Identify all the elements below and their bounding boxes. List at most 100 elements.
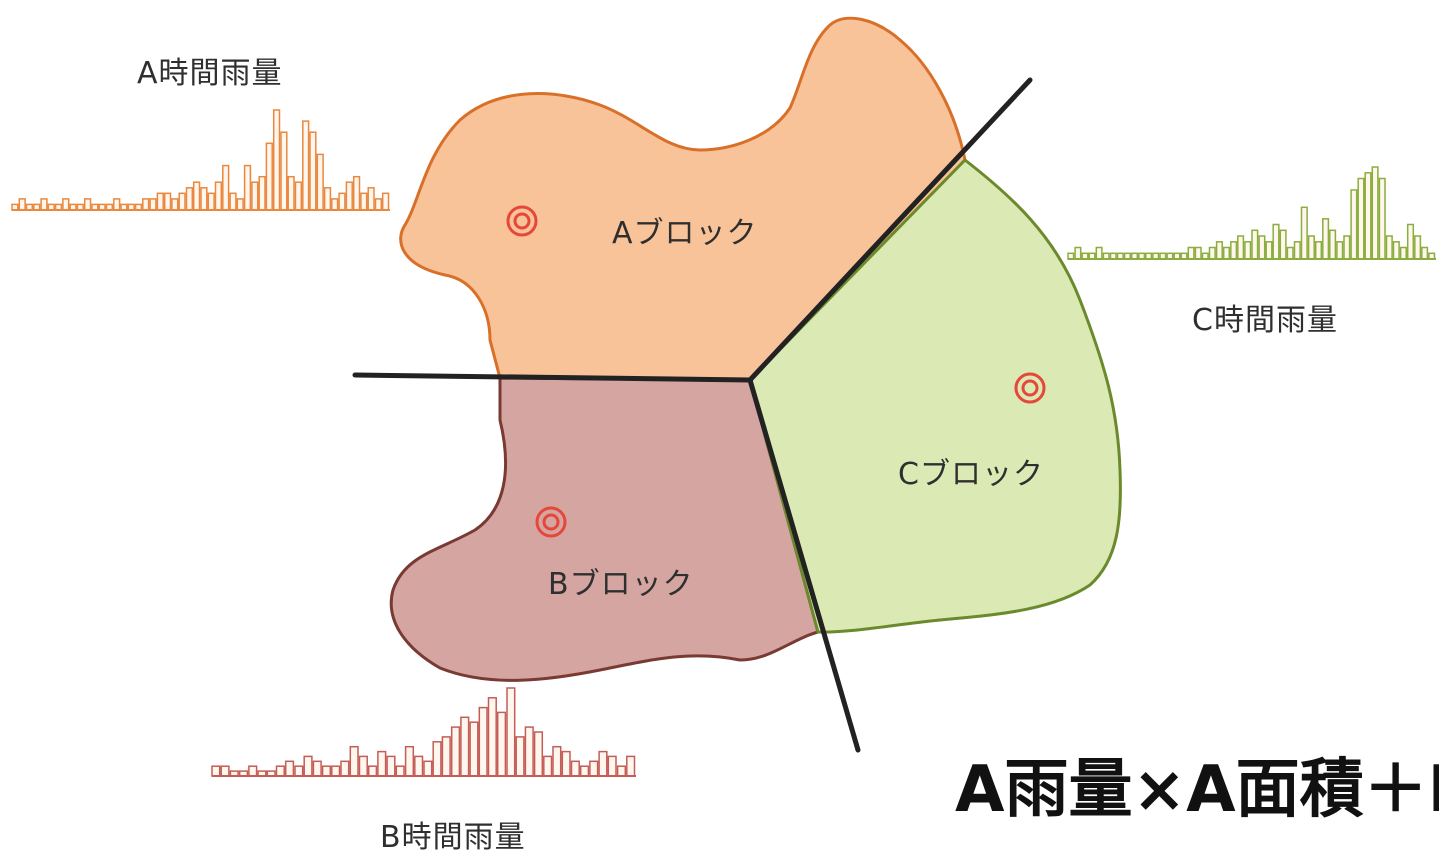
hyetograph-bar bbox=[1237, 235, 1245, 260]
hyetograph-bar bbox=[284, 760, 295, 777]
hyetograph-bar bbox=[214, 181, 223, 211]
hyetograph-bar bbox=[386, 755, 396, 777]
hyetograph-bar bbox=[478, 706, 488, 777]
block-b-region bbox=[389, 376, 820, 682]
hyetograph-bar bbox=[404, 745, 415, 777]
hyetograph-bar bbox=[294, 765, 304, 777]
hyetograph-bar bbox=[552, 745, 562, 777]
hyetograph-bar bbox=[543, 755, 553, 777]
hyetograph-a bbox=[11, 109, 390, 211]
rain-gauge-c-icon bbox=[1014, 372, 1046, 404]
hyetograph-bar bbox=[579, 765, 590, 777]
hyetograph-bar bbox=[294, 181, 303, 211]
hyetograph-bar bbox=[367, 765, 378, 777]
hyetograph-bar bbox=[524, 726, 534, 777]
hyetograph-bar bbox=[156, 192, 164, 211]
hyetograph-bar bbox=[487, 697, 497, 777]
hyetograph-bar bbox=[432, 741, 442, 777]
formula-text: A雨量×A面積＋B雨量×B面積＋C雨量×C面積 bbox=[955, 753, 1439, 827]
hyetograph-bar bbox=[321, 765, 332, 777]
hyetograph-bar bbox=[62, 198, 70, 211]
hyetograph-bar bbox=[423, 760, 433, 777]
hyetograph-bar bbox=[374, 198, 383, 211]
hyetograph-bar bbox=[1074, 246, 1082, 260]
hyetograph-bar bbox=[1343, 235, 1351, 260]
hyetograph-bar bbox=[1406, 223, 1415, 260]
hyetograph-bar bbox=[358, 755, 368, 777]
hyetograph-bar bbox=[589, 760, 599, 777]
hyetograph-bar bbox=[1095, 246, 1103, 260]
hyetograph-bar bbox=[142, 198, 150, 211]
hyetograph-bar bbox=[236, 198, 244, 211]
hyetograph-bar bbox=[506, 687, 516, 777]
hyetograph-bar bbox=[1364, 172, 1372, 260]
hyetograph-bar bbox=[302, 120, 310, 211]
block-c-label: Cブロック bbox=[898, 457, 1044, 492]
hyetograph-bar bbox=[207, 192, 215, 211]
hyetograph-bar bbox=[331, 765, 341, 777]
hyetograph-bar bbox=[1251, 229, 1259, 260]
hyetograph-bar bbox=[607, 755, 617, 777]
hyetograph-bar bbox=[1414, 235, 1422, 260]
rain-gauge-a-icon bbox=[506, 205, 538, 237]
hyetograph-bar bbox=[251, 181, 259, 211]
hyetograph-bar bbox=[303, 755, 313, 777]
hyetograph-bar bbox=[349, 745, 359, 777]
hyetograph-bar bbox=[312, 760, 322, 777]
hyetograph-bar bbox=[258, 175, 266, 211]
hyetograph-bar bbox=[163, 192, 172, 211]
hyetograph-bar bbox=[441, 736, 451, 777]
hyetograph-bar bbox=[1322, 218, 1330, 260]
hyetograph-bar bbox=[1350, 189, 1358, 260]
hyetograph-bar bbox=[18, 198, 26, 211]
hyetograph-bar bbox=[1187, 246, 1195, 260]
hyetograph-bar bbox=[1336, 241, 1344, 260]
hyetograph-b bbox=[211, 687, 636, 777]
hyetograph-bar bbox=[248, 765, 258, 777]
boundary-line-bc bbox=[747, 377, 861, 753]
hyetograph-bar bbox=[1293, 241, 1301, 260]
hyetograph-bar bbox=[1279, 229, 1287, 260]
hyetograph-bar bbox=[220, 765, 230, 777]
boundary-line-ac bbox=[747, 77, 1033, 383]
hyetograph-bar bbox=[243, 164, 252, 211]
hyetograph-bar bbox=[211, 765, 221, 777]
hyetograph-bar bbox=[367, 187, 375, 211]
hyetograph-bar bbox=[1230, 241, 1238, 260]
hyetograph-bar bbox=[345, 181, 353, 211]
hyetograph-bar bbox=[450, 726, 461, 777]
hyetograph-bar bbox=[171, 198, 179, 211]
hyetograph-bar bbox=[469, 721, 479, 777]
hyetograph-bar bbox=[598, 750, 608, 777]
block-a-region bbox=[399, 16, 967, 382]
hyetograph-bar bbox=[1208, 246, 1216, 260]
hyetograph-bar bbox=[1215, 241, 1223, 260]
hyetograph-bar bbox=[1286, 246, 1294, 260]
hyetograph-bar bbox=[1272, 223, 1280, 260]
hyetograph-bar bbox=[570, 760, 580, 777]
block-c-region bbox=[748, 157, 1122, 634]
hyetograph-bar bbox=[360, 192, 368, 211]
hyetograph-bar bbox=[287, 175, 295, 211]
hyetograph-bar bbox=[1392, 241, 1400, 260]
hyetograph-bar bbox=[626, 755, 636, 777]
hyetograph-bar bbox=[1258, 235, 1266, 260]
block-b-label: Bブロック bbox=[548, 567, 694, 602]
hyetograph-bar bbox=[192, 181, 201, 211]
hyetograph-bar bbox=[338, 192, 346, 211]
rain-gauge-b-icon bbox=[535, 506, 567, 538]
hyetograph-bar bbox=[280, 131, 288, 211]
hyetograph-bar bbox=[1399, 246, 1407, 260]
hyetograph-bar bbox=[496, 711, 507, 777]
hyetograph-bar bbox=[377, 750, 387, 777]
hyetograph-bar bbox=[340, 760, 350, 777]
hyetograph-bar bbox=[331, 198, 339, 211]
hyetograph-bar bbox=[200, 187, 208, 211]
hyetograph-bar bbox=[309, 131, 317, 211]
hyetograph-bar bbox=[229, 192, 237, 211]
hyetograph-bar bbox=[1314, 241, 1323, 260]
boundary-line-ab bbox=[352, 372, 753, 383]
hyetograph-bar bbox=[1307, 235, 1315, 260]
hyetograph-bar bbox=[113, 198, 121, 211]
